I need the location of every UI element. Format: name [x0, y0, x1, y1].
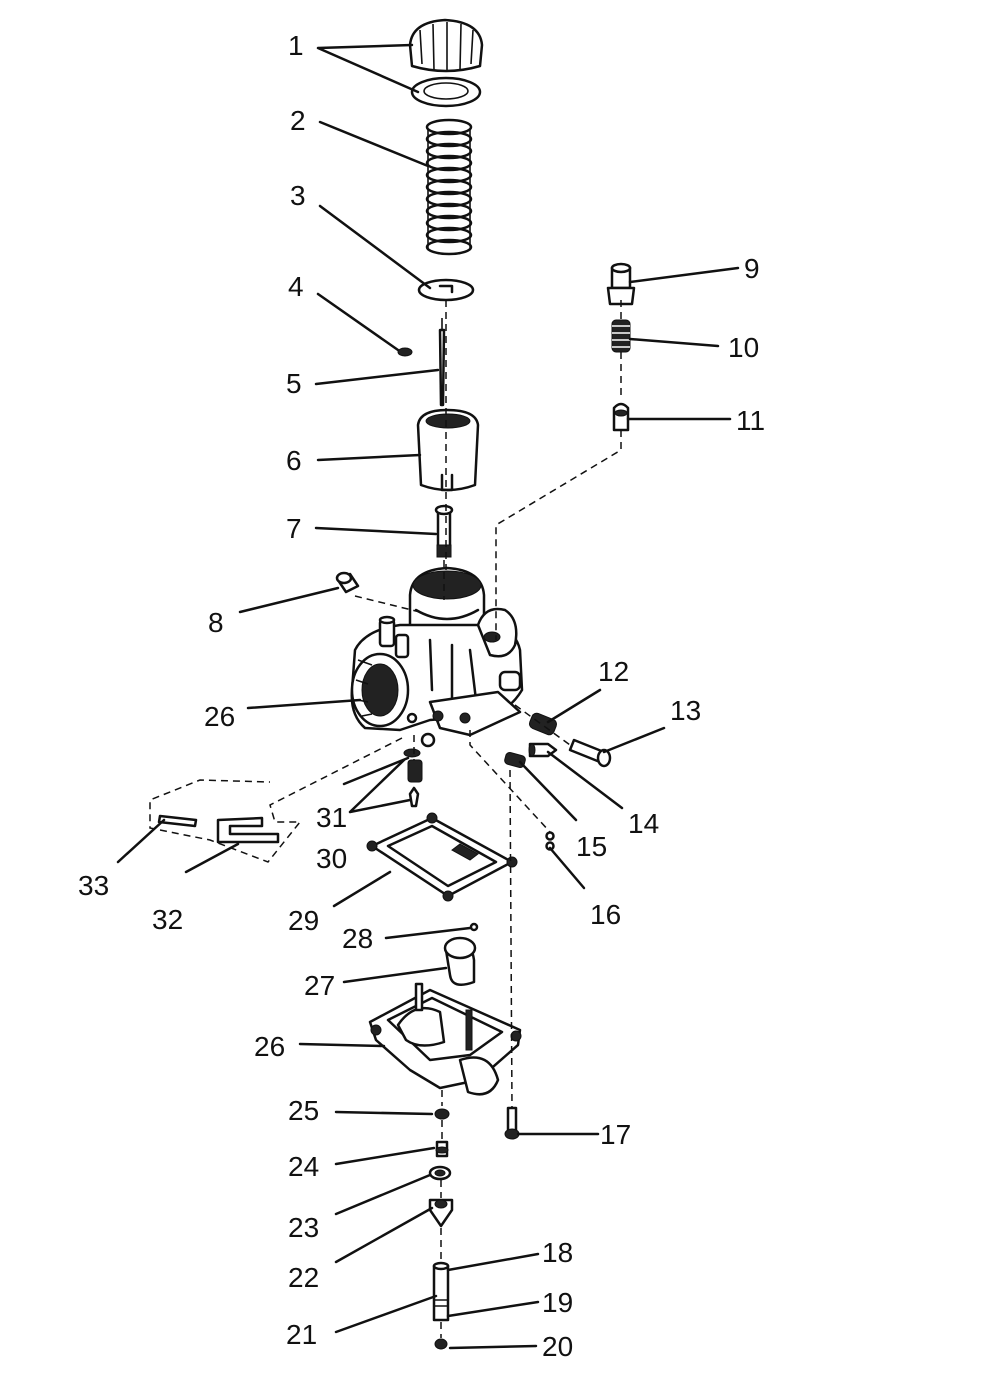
callout-8: 8 [208, 607, 224, 638]
callout-29: 29 [288, 905, 319, 936]
part-27-float [443, 936, 477, 987]
part-2-spring [425, 118, 473, 256]
callout-14: 14 [628, 808, 659, 839]
assembly-axis-lines [149, 300, 622, 1338]
part-23-washer [428, 1165, 452, 1181]
part-9-fitting [606, 262, 636, 306]
callout-27: 27 [304, 970, 335, 1001]
callout-26-bowl: 26 [254, 1031, 285, 1062]
callout-17: 17 [600, 1119, 631, 1150]
part-7-needle-jet [434, 504, 454, 558]
callout-10: 10 [728, 332, 759, 363]
part-32-tube [216, 816, 280, 844]
callout-12: 12 [598, 656, 629, 687]
part-29-gasket [366, 812, 518, 902]
callout-23: 23 [288, 1212, 319, 1243]
callout-22: 22 [288, 1262, 319, 1293]
part-30-pilot-jet [407, 759, 423, 808]
callout-13: 13 [670, 695, 701, 726]
callout-16: 16 [590, 899, 621, 930]
callout-4: 4 [288, 271, 304, 302]
callout-leaders [116, 43, 740, 1350]
part-21-tube [432, 1261, 450, 1322]
callout-21: 21 [286, 1319, 317, 1350]
part-25-washer [434, 1108, 450, 1120]
part-8-plug [335, 571, 360, 594]
callout-25: 25 [288, 1095, 319, 1126]
callout-19: 19 [542, 1287, 573, 1318]
part-4-clip [397, 347, 413, 357]
part-24-main-jet [435, 1140, 449, 1158]
part-33-tube [157, 814, 198, 828]
part-26-float-bowl [368, 982, 522, 1096]
part-11-plunger [612, 402, 630, 432]
part-10-spring [611, 319, 631, 353]
part-20-screw [434, 1338, 448, 1350]
callout-18: 18 [542, 1237, 573, 1268]
part-3-retainer-plate [417, 278, 475, 302]
callout-1: 1 [288, 30, 304, 61]
callout-7: 7 [286, 513, 302, 544]
part-28-pin [469, 922, 479, 932]
part-13-screw [568, 738, 612, 768]
callout-3: 3 [290, 180, 306, 211]
part-5-jet-needle [438, 318, 446, 407]
part-6-throttle-slide [416, 408, 480, 492]
callout-11: 11 [736, 405, 765, 436]
callout-26-body: 26 [204, 701, 235, 732]
callout-30: 30 [316, 843, 347, 874]
callout-2: 2 [290, 105, 306, 136]
part-carburetor-body [350, 566, 524, 748]
part-12-spring [528, 712, 558, 736]
callout-33: 33 [78, 870, 109, 901]
part-22-plug [428, 1198, 454, 1228]
callout-28: 28 [342, 923, 373, 954]
callout-24: 24 [288, 1151, 319, 1182]
callout-5: 5 [286, 368, 302, 399]
callout-31: 31 [316, 802, 347, 833]
part-1-cap [408, 18, 484, 108]
callout-32: 32 [152, 904, 183, 935]
callout-labels: 1 2 3 4 5 6 7 8 9 10 11 12 13 14 15 16 1… [78, 30, 765, 1362]
callout-15: 15 [576, 831, 607, 862]
callout-20: 20 [542, 1331, 573, 1362]
part-31-washer [403, 748, 421, 758]
callout-9: 9 [744, 253, 760, 284]
callout-6: 6 [286, 445, 302, 476]
